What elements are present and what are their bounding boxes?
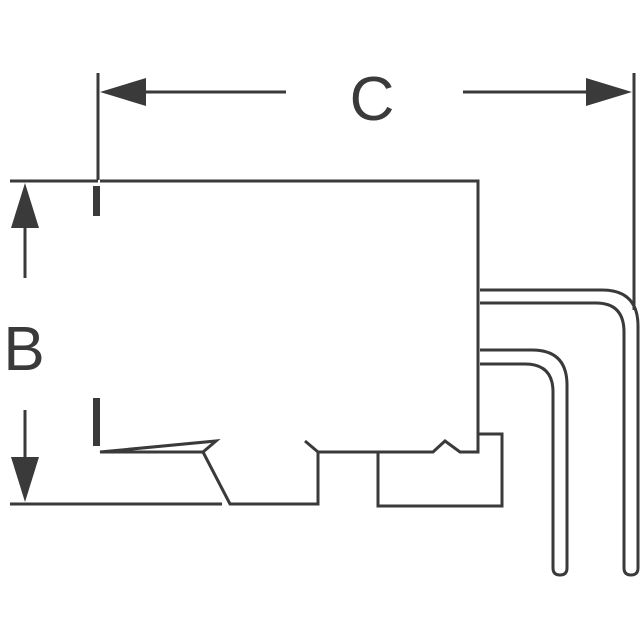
arrowhead-b-top: [11, 183, 39, 228]
side-tab-top: [93, 186, 100, 216]
arrowhead-c-left: [100, 78, 146, 106]
dimension-label-c: C: [350, 65, 395, 134]
component-body: [93, 179, 504, 508]
arrowhead-b-bottom: [11, 457, 39, 502]
body-outline: [99, 179, 480, 454]
pin-upper: [480, 288, 640, 577]
snap-foot: [201, 451, 320, 506]
arrowhead-c-right: [586, 78, 632, 106]
dimension-c: C: [96, 65, 636, 310]
dimension-label-b: B: [3, 315, 44, 384]
standoff-block: [376, 432, 504, 508]
right-angle-pins: [480, 288, 640, 577]
pin-lower: [480, 348, 569, 577]
side-tab-bottom: [93, 398, 100, 446]
dimension-b: B: [3, 179, 222, 506]
